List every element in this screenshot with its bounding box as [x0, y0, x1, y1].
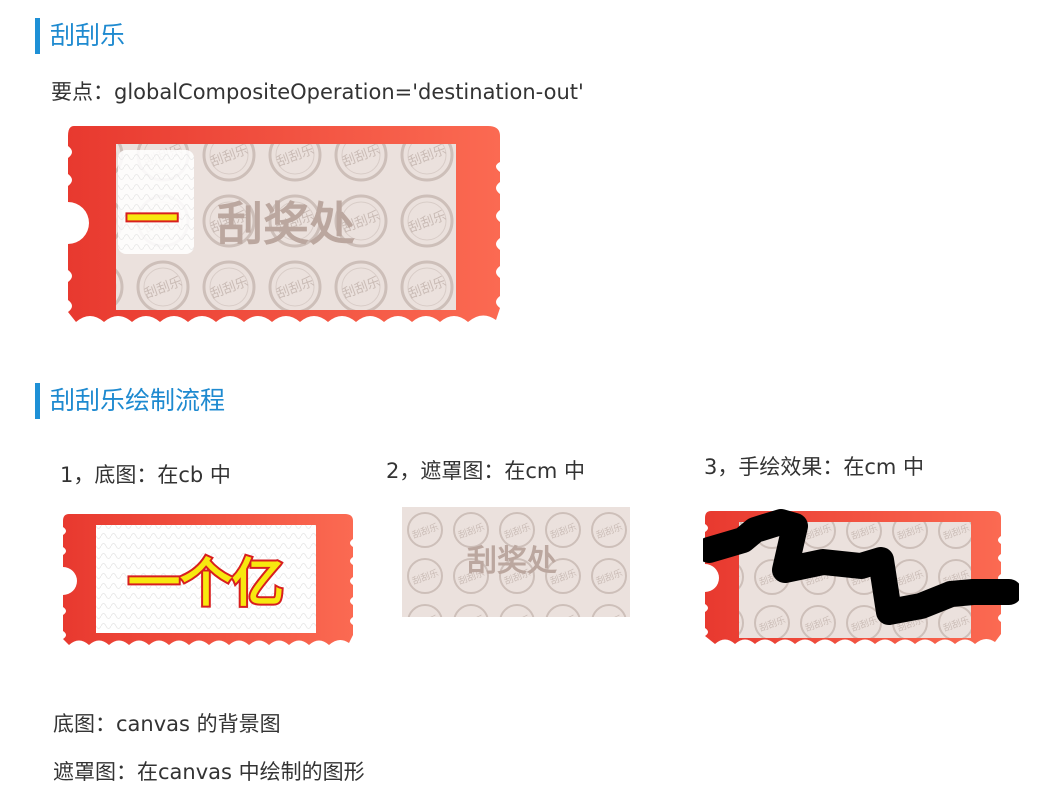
- drawing-ticket-graphic: [703, 509, 1019, 644]
- base-image-ticket: 一个亿: [61, 511, 355, 653]
- note-base-image: 底图：canvas 的背景图: [53, 712, 281, 736]
- mask-seal-pattern: [739, 522, 971, 638]
- mask-seal-pattern: [402, 507, 630, 617]
- mask-label: 刮奖处: [467, 544, 557, 579]
- base-ticket-graphic: 一个亿: [63, 514, 353, 645]
- section-heading-scratch: 刮刮乐: [35, 18, 125, 54]
- mask-label: 刮奖处: [217, 197, 355, 251]
- step-label-mask: 2，遮罩图：在cm 中: [386, 459, 586, 483]
- note-mask-image: 遮罩图：在canvas 中绘制的图形: [53, 760, 365, 784]
- revealed-prize-stroke: 一: [126, 191, 178, 251]
- scratch-ticket-demo: 一 刮奖处: [64, 122, 502, 332]
- ticket-graphic: 一 刮奖处: [68, 126, 500, 322]
- section-heading-flow: 刮刮乐绘制流程: [35, 383, 225, 419]
- step-label-drawing: 3，手绘效果：在cm 中: [704, 455, 925, 479]
- prize-text: 一个亿: [128, 554, 284, 614]
- step-label-base: 1，底图：在cb 中: [60, 463, 231, 487]
- mask-image: 刮奖处: [402, 507, 630, 617]
- hand-drawn-stroke: [703, 509, 1019, 625]
- keypoint-text: 要点：globalCompositeOperation='destination…: [51, 80, 584, 104]
- mask-graphic: 刮奖处: [402, 507, 630, 617]
- drawing-effect-ticket: [703, 508, 1019, 652]
